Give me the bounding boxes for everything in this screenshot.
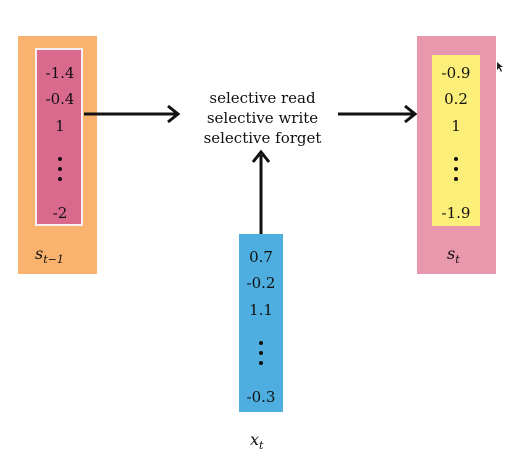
input-label: xt — [250, 430, 263, 452]
previous-state-value: -0.4 — [45, 90, 75, 108]
mouse-cursor-icon — [497, 62, 503, 72]
left-to-ops-arrow — [84, 104, 181, 124]
current-state-vector — [432, 55, 480, 226]
input-ellipsis — [231, 338, 291, 368]
input-value: -0.2 — [246, 274, 276, 292]
operation-read: selective read — [209, 89, 316, 107]
previous-state-label-base: s — [35, 244, 44, 263]
ops-to-right-arrow — [338, 104, 418, 124]
previous-state-vector — [35, 48, 83, 226]
current-state-label-sub: t — [455, 253, 460, 267]
previous-state-value: -1.4 — [45, 64, 75, 82]
input-vector — [239, 234, 283, 412]
previous-state-label: st−1 — [35, 244, 64, 266]
input-value: 1.1 — [249, 301, 273, 319]
current-state-ellipsis — [426, 154, 486, 184]
operation-write: selective write — [206, 109, 319, 127]
input-value: 0.7 — [249, 248, 273, 266]
current-state-label-base: s — [447, 244, 456, 263]
input-label-base: x — [250, 430, 260, 449]
current-state-value: -1.9 — [441, 204, 471, 222]
input-to-ops-arrow — [251, 149, 271, 234]
previous-state-ellipsis — [30, 154, 90, 184]
operation-forget: selective forget — [203, 129, 322, 147]
current-state-label: st — [447, 244, 460, 266]
operations-label: selective read selective write selective… — [180, 88, 345, 148]
previous-state-value: 1 — [55, 117, 65, 135]
previous-state-label-sub: t−1 — [43, 253, 64, 267]
current-state-value: -0.9 — [441, 64, 471, 82]
current-state-value: 1 — [451, 117, 461, 135]
input-label-sub: t — [259, 439, 264, 453]
previous-state-value: -2 — [52, 204, 68, 222]
input-value: -0.3 — [246, 388, 276, 406]
current-state-value: 0.2 — [444, 90, 468, 108]
